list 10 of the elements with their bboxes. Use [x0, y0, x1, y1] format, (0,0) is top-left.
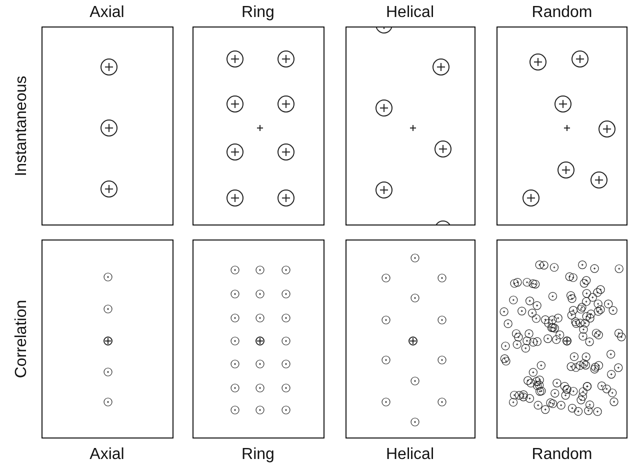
column-label: Random — [532, 446, 592, 464]
column-label: Random — [532, 4, 592, 22]
column-label: Helical — [386, 4, 434, 22]
column-label: Axial — [90, 4, 124, 22]
column-label: Helical — [386, 446, 434, 464]
column-label: Ring — [242, 4, 274, 22]
column-label: Ring — [242, 446, 274, 464]
row-label: Correlation — [13, 300, 31, 378]
row-label: Instantaneous — [13, 76, 31, 176]
column-label: Axial — [90, 446, 124, 464]
